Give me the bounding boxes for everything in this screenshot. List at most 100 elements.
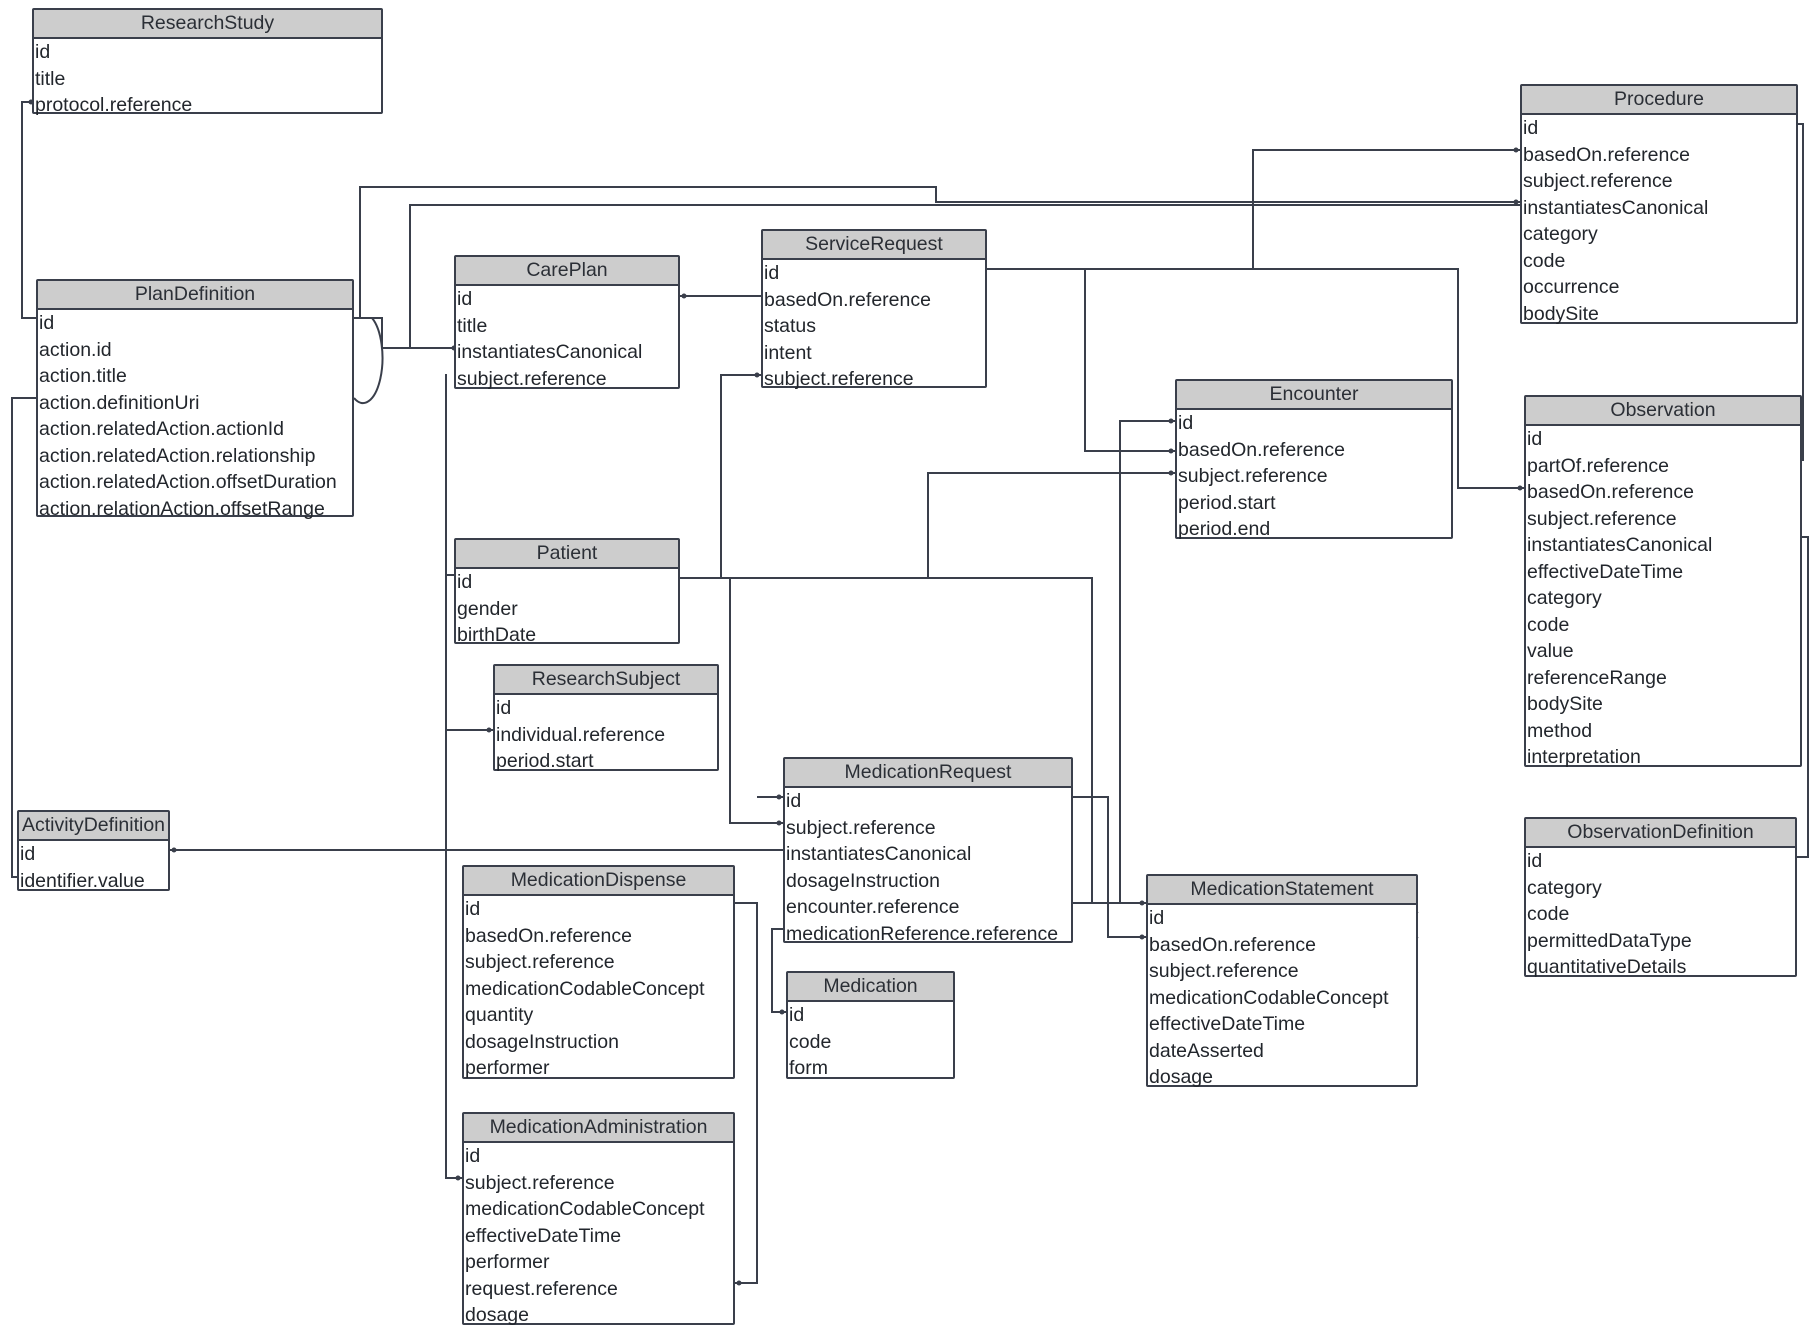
relationship-line <box>735 902 758 1284</box>
entity-title: Procedure <box>1522 86 1796 115</box>
field-id: id <box>465 898 481 920</box>
relationship-line <box>1073 420 1175 904</box>
field-medicationcodableconcept: medicationCodableConcept <box>465 1198 705 1220</box>
field-effectivedatetime: effectiveDateTime <box>465 1224 622 1247</box>
relationship-line <box>353 317 384 405</box>
entity-title: ResearchStudy <box>34 10 381 39</box>
connector-arrowhead <box>1513 199 1519 205</box>
connector-arrowhead <box>754 372 760 378</box>
entity-title: ObservationDefinition <box>1526 819 1795 848</box>
field-title: title <box>35 67 66 90</box>
field-request-reference: request.reference <box>465 1277 618 1300</box>
field-subject-reference: subject.reference <box>786 816 936 839</box>
relationship-line <box>445 374 454 576</box>
relationship-line <box>445 574 462 1179</box>
field-subject-reference: subject.reference <box>1527 507 1677 530</box>
field-basedon-reference: basedOn.reference <box>1178 438 1345 461</box>
connector-arrowhead <box>681 293 687 299</box>
field-subject-reference: subject.reference <box>1178 465 1328 487</box>
connector-arrowhead <box>455 1175 461 1181</box>
field-id: id <box>457 571 473 593</box>
field-performer: performer <box>465 1057 550 1079</box>
field-category: category <box>1527 876 1602 899</box>
field-code: code <box>1523 249 1566 272</box>
relationship-line <box>11 397 36 878</box>
field-basedon-reference: basedOn.reference <box>1523 143 1690 166</box>
field-id: id <box>786 790 802 812</box>
entity-title: MedicationDispense <box>464 867 733 896</box>
field-performer: performer <box>465 1251 550 1273</box>
entity-title: CarePlan <box>456 257 678 286</box>
relationship-line <box>729 578 783 824</box>
field-period-start: period.start <box>496 750 594 772</box>
field-permitteddatatype: permittedDataType <box>1527 929 1692 952</box>
field-medicationcodableconcept: medicationCodableConcept <box>465 977 705 1000</box>
field-id: id <box>496 697 512 719</box>
field-status: status <box>764 315 817 337</box>
connector-arrowhead <box>776 794 782 800</box>
field-id: id <box>39 312 55 334</box>
entity-title: ActivityDefinition <box>19 812 168 841</box>
field-dosageinstruction: dosageInstruction <box>465 1030 619 1053</box>
relationship-line <box>354 317 454 349</box>
field-id: id <box>1149 907 1165 929</box>
entity-title: Medication <box>788 973 953 1002</box>
field-instantiatescanonical: instantiatesCanonical <box>786 843 972 865</box>
entity-title: Encounter <box>1177 381 1451 410</box>
field-basedon-reference: basedOn.reference <box>764 288 931 311</box>
field-action-id: action.id <box>39 338 112 361</box>
field-bodysite: bodySite <box>1523 302 1599 325</box>
field-effectivedatetime: effectiveDateTime <box>1527 560 1684 583</box>
connector-arrowhead <box>1168 418 1174 424</box>
field-id: id <box>789 1004 805 1026</box>
field-dosage: dosage <box>1149 1066 1213 1088</box>
field-quantitativedetails: quantitativeDetails <box>1527 956 1687 978</box>
field-action-definitionuri: action.definitionUri <box>39 391 200 414</box>
field-subject-reference: subject.reference <box>1523 170 1673 192</box>
entity-title: PlanDefinition <box>38 281 352 310</box>
connector-arrowhead <box>1168 448 1174 454</box>
field-category: category <box>1527 587 1602 609</box>
connector-arrowhead <box>1139 934 1145 940</box>
relationship-line <box>1252 149 1520 269</box>
connector-arrowhead <box>1517 485 1523 491</box>
relationship-line <box>21 101 37 319</box>
field-subject-reference: subject.reference <box>465 951 615 973</box>
field-gender: gender <box>457 597 518 620</box>
field-encounter-reference: encounter.reference <box>786 896 960 918</box>
field-occurrence: occurrence <box>1523 276 1620 298</box>
field-dosage: dosage <box>465 1304 529 1326</box>
field-method: method <box>1527 719 1593 742</box>
connector-arrowhead <box>779 1009 785 1015</box>
connector-arrowhead <box>486 727 492 733</box>
field-category: category <box>1523 223 1598 245</box>
field-medicationcodableconcept: medicationCodableConcept <box>1149 986 1389 1009</box>
entity-title: ServiceRequest <box>763 231 985 260</box>
field-basedon-reference: basedOn.reference <box>1149 933 1316 956</box>
field-dateasserted: dateAsserted <box>1149 1039 1264 1062</box>
entity-title: MedicationAdministration <box>464 1114 733 1143</box>
field-birthdate: birthDate <box>457 624 537 646</box>
field-individual-reference: individual.reference <box>496 723 666 746</box>
field-id: id <box>35 41 51 63</box>
field-id: id <box>465 1145 481 1167</box>
field-action-relatedaction-offsetduration: action.relatedAction.offsetDuration <box>39 471 337 493</box>
field-action-relationaction-offsetrange: action.relationAction.offsetRange <box>39 497 325 520</box>
field-id: id <box>1523 117 1539 139</box>
